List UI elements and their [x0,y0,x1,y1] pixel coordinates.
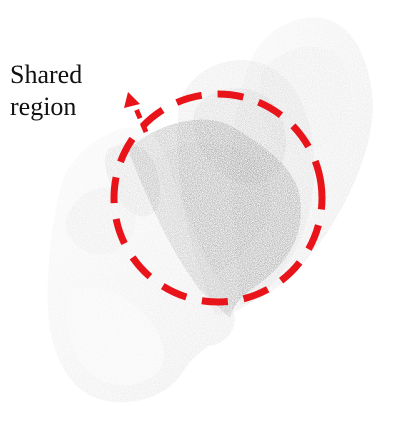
shared-region-label-line1: Shared [10,60,82,90]
shared-region-label-line2: region [10,92,76,122]
shared-region-arrow [124,92,146,132]
